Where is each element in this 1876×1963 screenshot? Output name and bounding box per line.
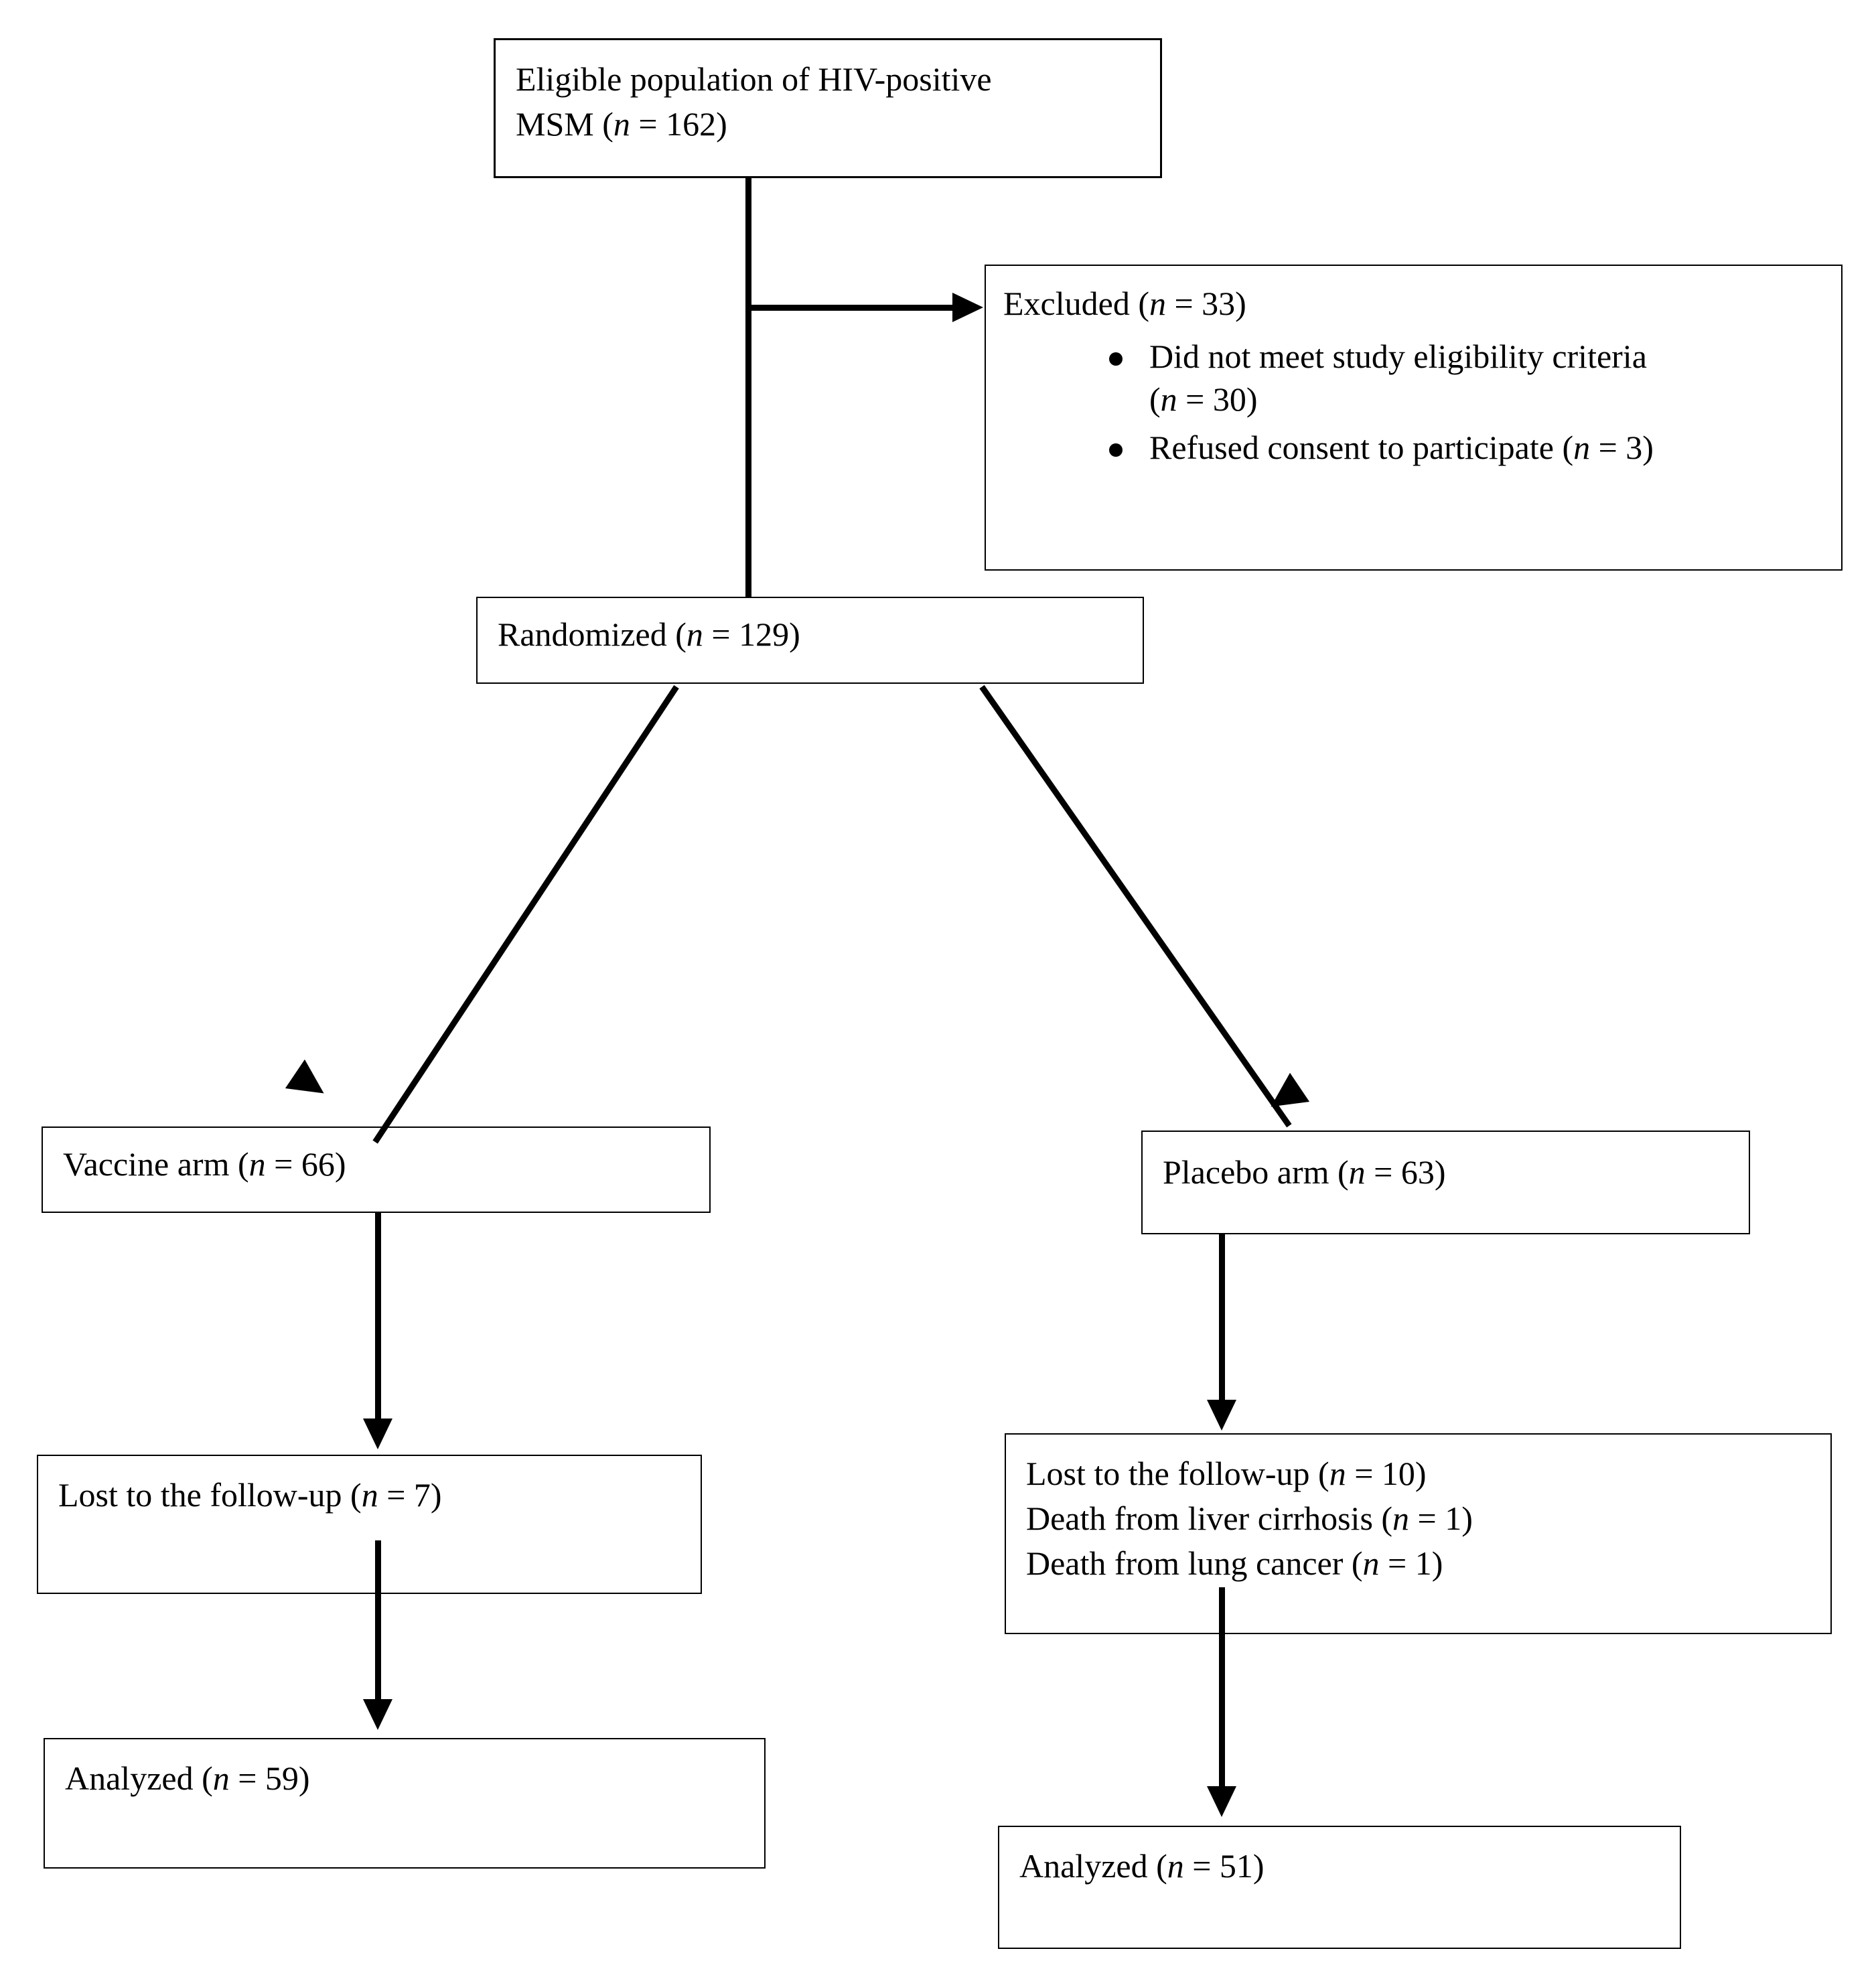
vaccine-analyzed-label: Analyzed (n = 59) — [65, 1757, 744, 1800]
vaccine-arm-prefix: Vaccine arm ( — [63, 1145, 249, 1183]
placebo-analyzed-n-symbol: n — [1167, 1847, 1184, 1885]
node-placebo-analyzed: Analyzed (n = 51) — [998, 1826, 1681, 1949]
arrowhead-to-vaccine-analyzed — [363, 1699, 392, 1730]
eligible-line-2: MSM (n = 162) — [516, 102, 1140, 146]
placebo-loss-1-suffix: = 10) — [1346, 1455, 1427, 1492]
randomized-n-symbol: n — [686, 615, 703, 653]
vaccine-analyzed-n-symbol: n — [212, 1759, 230, 1797]
connector-vaccine-arm-to-losses — [375, 1213, 381, 1421]
node-placebo-lost-to-followup: Lost to the follow-up (n = 10) Death fro… — [1005, 1433, 1832, 1634]
list-item: Refused consent to participate (n = 3) — [1105, 426, 1824, 469]
connector-vaccine-losses-to-analyzed — [375, 1540, 381, 1701]
placebo-arm-prefix: Placebo arm ( — [1163, 1153, 1349, 1191]
eligible-n-symbol: n — [613, 105, 630, 143]
excluded-heading: Excluded (n = 33) — [1003, 282, 1824, 325]
randomized-suffix: = 129) — [703, 615, 800, 653]
placebo-arm-label: Placebo arm (n = 63) — [1163, 1151, 1729, 1194]
placebo-loss-1-prefix: Lost to the follow-up ( — [1026, 1455, 1329, 1492]
connector-placebo-losses-to-analyzed — [1219, 1587, 1225, 1788]
excluded-reason-1-n-symbol: n — [1160, 380, 1177, 418]
placebo-loss-line-2: Death from liver cirrhosis (n = 1) — [1026, 1497, 1810, 1540]
placebo-loss-line-1: Lost to the follow-up (n = 10) — [1026, 1452, 1810, 1496]
node-vaccine-lost-to-followup: Lost to the follow-up (n = 7) — [37, 1455, 702, 1594]
vaccine-loss-1-prefix: Lost to the follow-up ( — [58, 1476, 362, 1514]
excluded-heading-suffix: = 33) — [1165, 285, 1246, 322]
placebo-loss-3-suffix: = 1) — [1379, 1544, 1443, 1582]
excluded-n-symbol: n — [1149, 285, 1166, 322]
placebo-loss-1-n-symbol: n — [1329, 1455, 1346, 1492]
vaccine-loss-1-suffix: = 7) — [378, 1476, 442, 1514]
arrowhead-to-excluded — [952, 293, 983, 322]
vaccine-arm-label: Vaccine arm (n = 66) — [63, 1143, 689, 1186]
placebo-loss-2-n-symbol: n — [1392, 1500, 1410, 1537]
excluded-reason-1-count-suffix: = 30) — [1177, 380, 1258, 418]
node-vaccine-analyzed: Analyzed (n = 59) — [44, 1738, 766, 1869]
excluded-heading-prefix: Excluded ( — [1003, 285, 1149, 322]
excluded-reason-2-count-suffix: = 3) — [1590, 429, 1654, 466]
connector-trunk-to-excluded — [751, 305, 952, 311]
placebo-loss-3-prefix: Death from lung cancer ( — [1026, 1544, 1363, 1582]
randomized-prefix: Randomized ( — [498, 615, 687, 653]
connector-randomized-to-vaccine — [372, 685, 679, 1144]
vaccine-loss-1-n-symbol: n — [361, 1476, 378, 1514]
excluded-reason-list: Did not meet study eligibility criteria … — [1003, 335, 1824, 469]
arrowhead-to-placebo-analyzed — [1207, 1786, 1236, 1817]
connector-randomized-to-placebo — [979, 684, 1292, 1128]
connector-eligible-to-randomized — [745, 178, 751, 598]
node-placebo-arm: Placebo arm (n = 63) — [1141, 1131, 1750, 1234]
eligible-line-2-prefix: MSM ( — [516, 105, 614, 143]
randomized-label: Randomized (n = 129) — [498, 613, 1123, 656]
eligible-line-1: Eligible population of HIV-positive — [516, 60, 992, 98]
vaccine-analyzed-prefix: Analyzed ( — [65, 1759, 213, 1797]
placebo-loss-line-3: Death from lung cancer (n = 1) — [1026, 1542, 1810, 1585]
arrowhead-to-vaccine-arm — [285, 1059, 334, 1108]
arrowhead-to-placebo-losses — [1207, 1400, 1236, 1431]
placebo-loss-2-prefix: Death from liver cirrhosis ( — [1026, 1500, 1393, 1537]
placebo-loss-3-n-symbol: n — [1362, 1544, 1380, 1582]
excluded-reason-2-text: Refused consent to participate ( — [1149, 429, 1574, 466]
eligible-line-2-suffix: = 162) — [630, 105, 727, 143]
node-excluded: Excluded (n = 33) Did not meet study eli… — [985, 265, 1843, 571]
arrowhead-to-vaccine-losses — [363, 1419, 392, 1449]
vaccine-loss-line-1: Lost to the follow-up (n = 7) — [58, 1473, 680, 1517]
excluded-reason-1-text: Did not meet study eligibility criteria — [1149, 338, 1647, 375]
excluded-reason-1-count-prefix: ( — [1149, 380, 1161, 418]
placebo-arm-n-symbol: n — [1348, 1153, 1366, 1191]
vaccine-arm-suffix: = 66) — [265, 1145, 346, 1183]
placebo-analyzed-suffix: = 51) — [1183, 1847, 1265, 1885]
arrowhead-to-placebo-arm — [1260, 1072, 1310, 1122]
list-item: Did not meet study eligibility criteria … — [1105, 335, 1824, 421]
connector-placebo-arm-to-losses — [1219, 1234, 1225, 1402]
node-eligible-population: Eligible population of HIV-positive MSM … — [494, 38, 1162, 178]
vaccine-analyzed-suffix: = 59) — [229, 1759, 310, 1797]
excluded-reason-2-n-symbol: n — [1573, 429, 1591, 466]
placebo-analyzed-label: Analyzed (n = 51) — [1019, 1844, 1660, 1888]
placebo-arm-suffix: = 63) — [1365, 1153, 1446, 1191]
vaccine-arm-n-symbol: n — [248, 1145, 266, 1183]
node-randomized: Randomized (n = 129) — [476, 597, 1144, 684]
placebo-analyzed-prefix: Analyzed ( — [1019, 1847, 1167, 1885]
placebo-loss-2-suffix: = 1) — [1409, 1500, 1473, 1537]
